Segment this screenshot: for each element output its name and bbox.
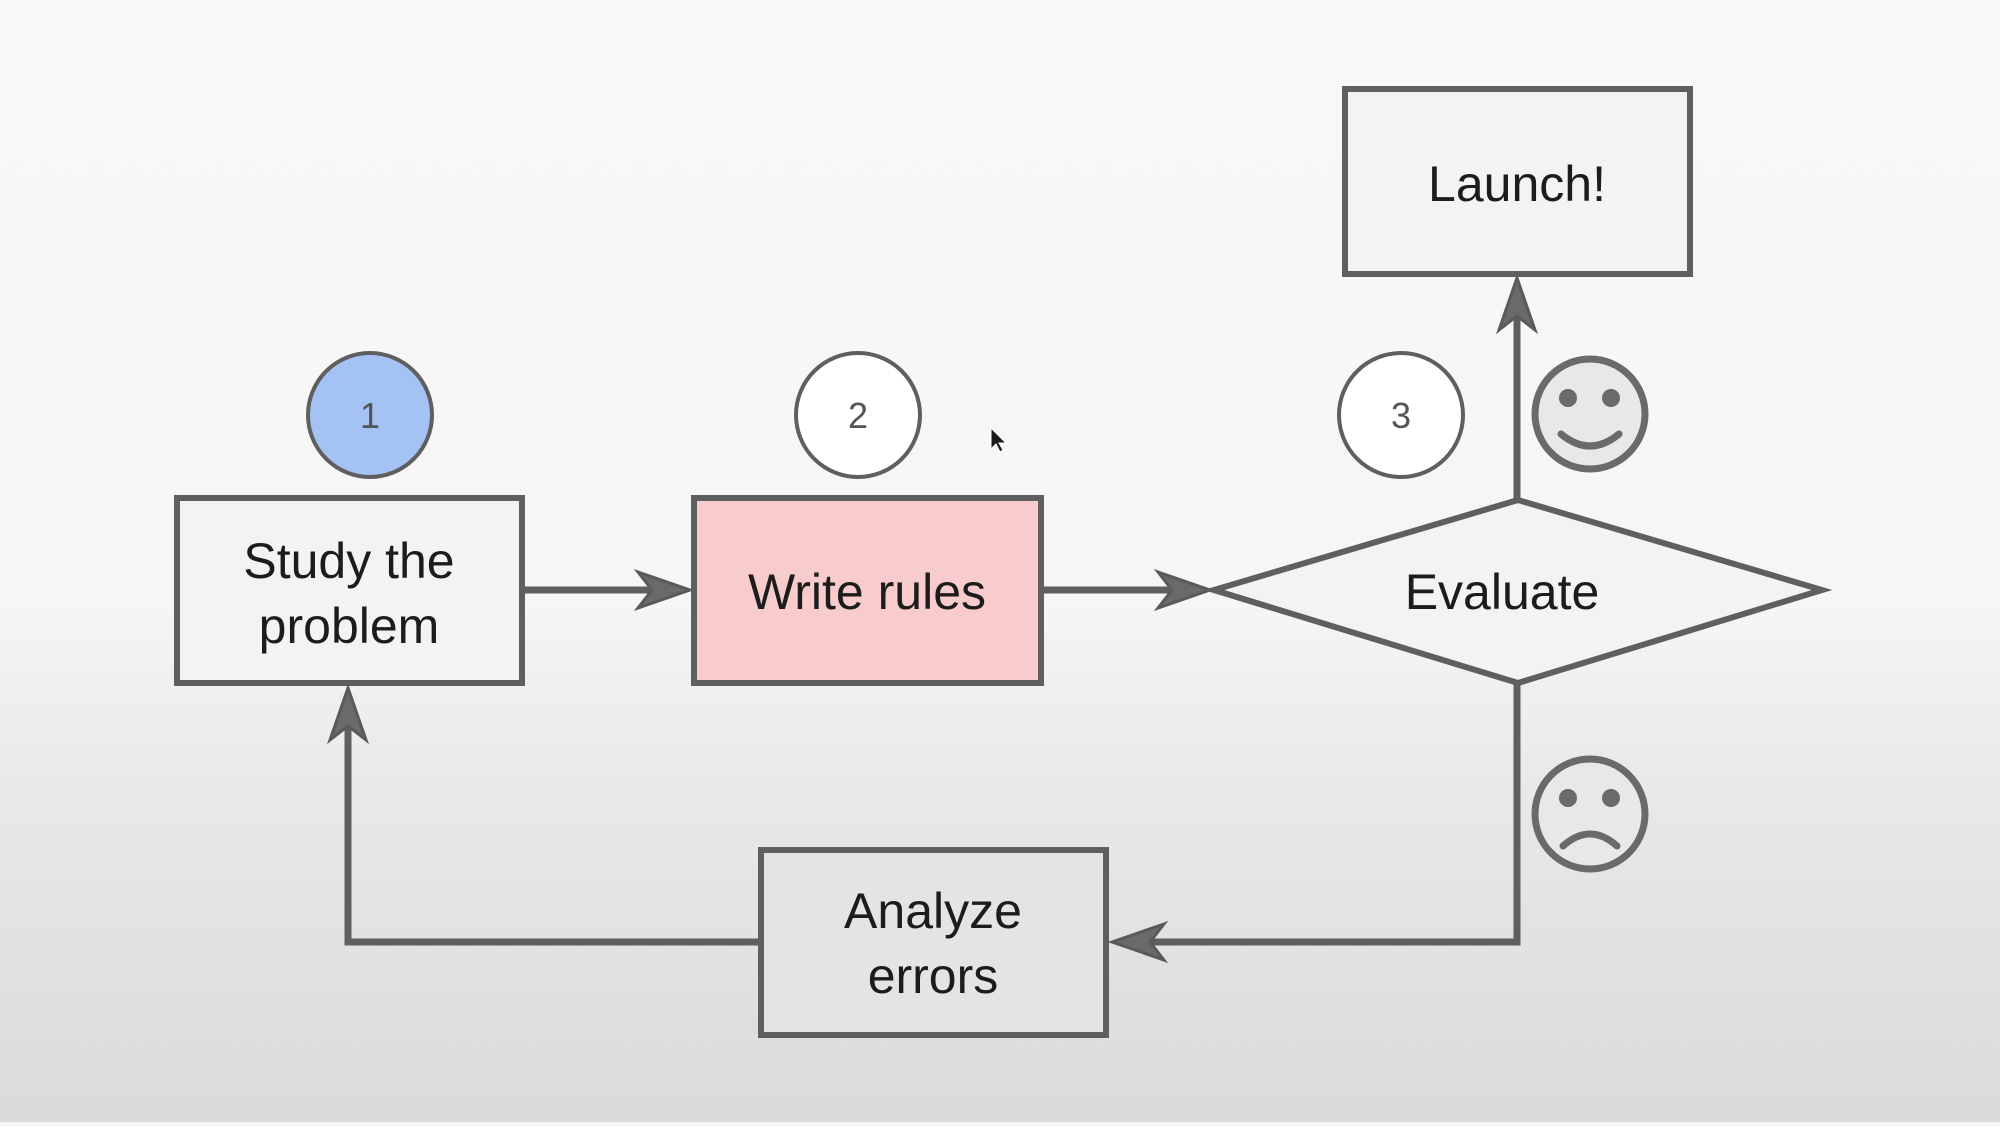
node-analyze-errors: Analyze errors (758, 847, 1109, 1038)
node-study-the-problem: Study the problem (174, 495, 525, 686)
node-launch-label: Launch! (1428, 156, 1606, 212)
node-study-label-line2: problem (259, 598, 440, 654)
smiley-face-icon (1531, 355, 1649, 473)
node-write-rules: Write rules (691, 495, 1044, 686)
mouse-cursor-icon (990, 426, 1008, 453)
step-badge-3: 3 (1337, 351, 1465, 479)
step-number-1: 1 (360, 395, 380, 436)
node-write-label: Write rules (748, 564, 986, 620)
arrowhead-evaluate-icon (1153, 568, 1215, 612)
step-number-2: 2 (848, 395, 868, 436)
node-launch: Launch! (1342, 86, 1693, 277)
edge-evaluate-to-analyze (1150, 681, 1521, 946)
arrowhead-study-icon (326, 683, 370, 745)
step-badge-2: 2 (794, 351, 922, 479)
arrowhead-launch-icon (1495, 273, 1539, 335)
step-number-3: 3 (1391, 395, 1411, 436)
edge-analyze-to-study (344, 726, 762, 946)
step-badge-1: 1 (306, 351, 434, 479)
node-analyze-label-line2: errors (868, 948, 999, 1004)
node-evaluate: Evaluate (1203, 496, 1833, 687)
sad-face-icon (1531, 755, 1649, 873)
arrowhead-write-icon (633, 568, 695, 612)
node-evaluate-label: Evaluate (1405, 564, 1600, 620)
arrowhead-analyze-icon (1107, 920, 1169, 964)
node-study-label-line1: Study the (243, 533, 454, 589)
node-analyze-label-line1: Analyze (844, 883, 1022, 939)
